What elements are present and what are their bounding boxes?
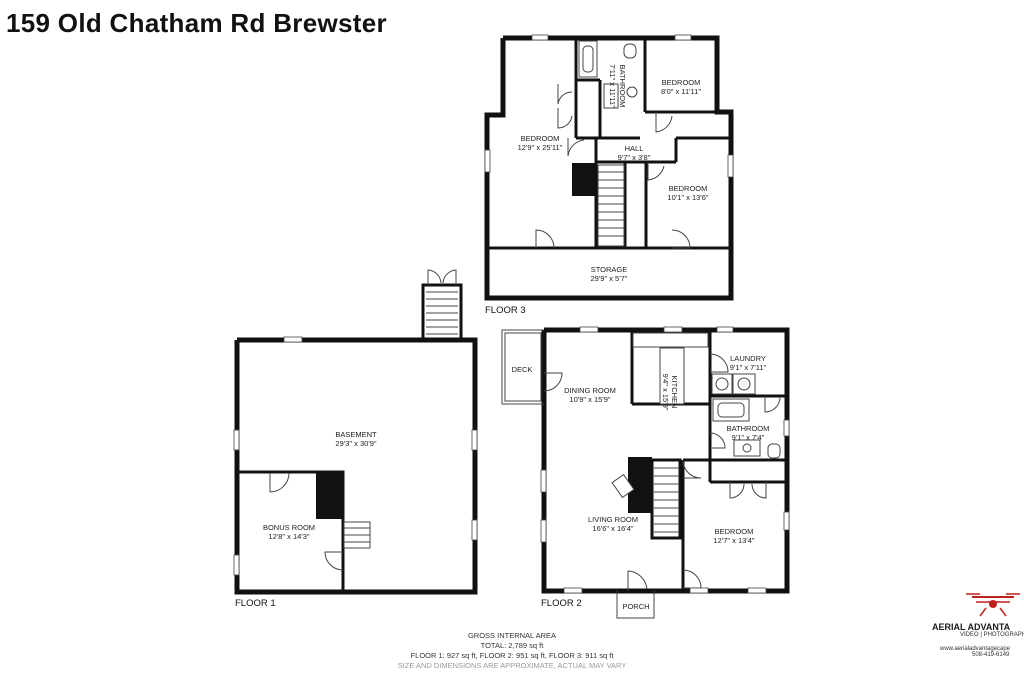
logo-website: www.aerialadvantagecape [940,646,1011,652]
floor-3-stairs [597,164,625,247]
room-label: DINING ROOM [564,386,616,395]
room-dims: 9'1" x 7'11" [730,363,767,372]
logo-tagline: VIDEO | PHOTOGRAPH [960,632,1024,638]
area-breakdown: FLOOR 1: 927 sq ft, FLOOR 2: 951 sq ft, … [410,651,614,660]
room-dims: 12'8" x 14'3" [268,532,309,541]
floor-label: FLOOR 2 [541,598,582,609]
floor-2-exterior-wall [541,327,790,594]
room-label: BATHROOM [727,424,770,433]
room-dims: 10'9" x 15'9" [569,395,610,404]
logo-phone: 508-419-6149 [972,652,1010,658]
logo-name: AERIAL ADVANTA [932,622,1011,632]
floor-label: FLOOR 1 [235,598,276,609]
room-label: BEDROOM [662,78,701,87]
room-label: LAUNDRY [730,354,766,363]
toilet-icon [767,443,781,459]
room-dims: 9'7" x 3'8" [618,153,651,162]
company-logo: AERIAL ADVANTA VIDEO | PHOTOGRAPH www.ae… [932,588,1024,658]
floor-3-exterior-wall [484,35,734,301]
room-label: LIVING ROOM [588,515,638,524]
room-dims: 10'1" x 13'6" [667,193,708,202]
toilet-icon [623,43,637,59]
room-dims: 29'3" x 30'9" [335,439,376,448]
room-label: STORAGE [591,265,628,274]
room-label: BASEMENT [335,430,377,439]
page-title: 159 Old Chatham Rd Brewster [6,8,387,38]
room-label: HALL [625,144,644,153]
sink-icon [626,86,638,98]
room-label: BEDROOM [521,134,560,143]
room-dims: 29'9" x 5'7" [591,274,628,283]
room-label: DECK [512,365,533,374]
floor-label: FLOOR 3 [485,305,526,316]
floor-3-plan: BEDROOM 12'9" x 25'11" BEDROOM 8'0" x 11… [484,34,734,316]
room-label: BEDROOM [715,527,754,536]
drone-icon [966,593,1020,617]
room-dims: 9'4" x 15'9" [661,374,670,411]
room-dims: 9'1" x 7'4" [732,433,765,442]
room-label: BATHROOM [618,65,627,108]
floor-1-stairs [421,283,463,342]
room-label: KITCHEN [670,376,679,409]
room-dims: 16'6" x 16'4" [592,524,633,533]
floor-2-plan: DECK DINING ROOM 10'9" x 15'9" KITCHEN 9… [501,326,790,619]
room-dims: 12'9" x 25'11" [518,143,563,152]
disclaimer: SIZE AND DIMENSIONS ARE APPROXIMATE, ACT… [397,661,627,670]
room-dims: 8'0" x 11'11" [661,87,701,96]
room-label: PORCH [622,602,649,611]
room-dims: 7'11" x 11'11" [608,64,617,108]
floor-2-stairs [650,458,682,540]
room-dims: 12'7" x 13'4" [713,536,754,545]
floor-1-plan: BASEMENT 29'3" x 30'9" BONUS ROOM 12'8" … [233,269,478,609]
room-label: BEDROOM [669,184,708,193]
area-total: TOTAL: 2,789 sq ft [480,641,544,650]
area-heading: GROSS INTERNAL AREA [467,631,557,640]
sink-icon [733,439,761,457]
room-label: BONUS ROOM [263,523,315,532]
floor-1-exterior-wall [234,337,478,595]
